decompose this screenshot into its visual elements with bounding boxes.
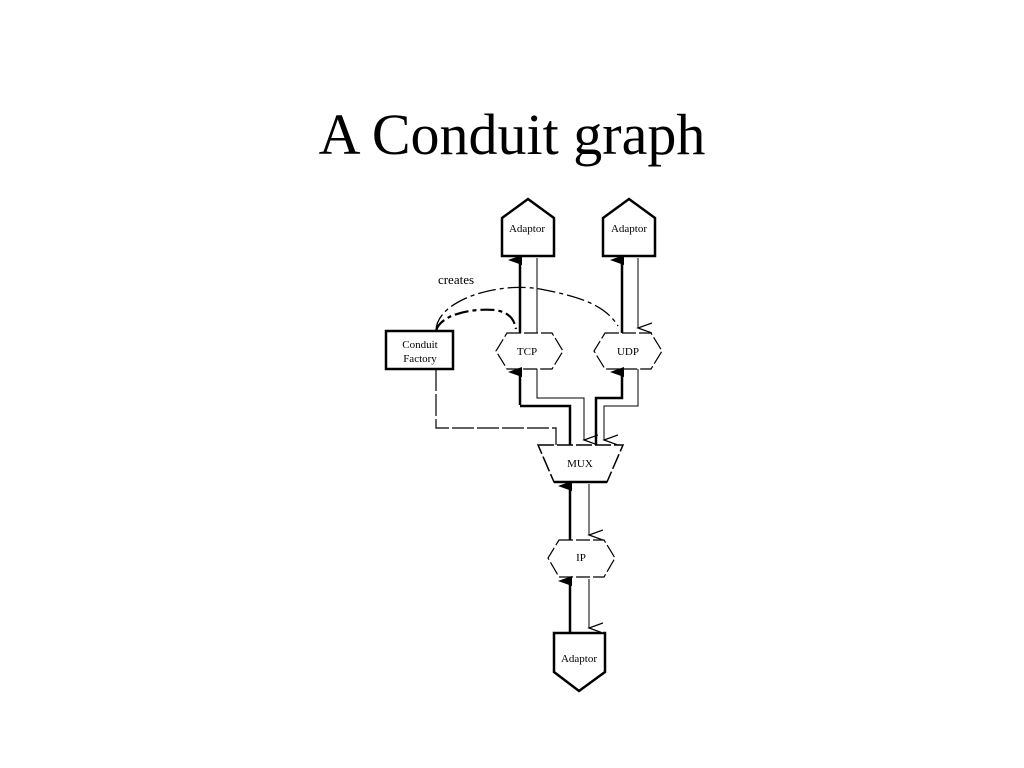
tcp-label: TCP (517, 346, 537, 358)
udp-label: UDP (617, 346, 639, 358)
conduit-factory-label-line2: Factory (403, 353, 437, 365)
edge-ip-adaptor (558, 576, 589, 633)
ip-node: IP (547, 539, 616, 578)
adaptor-tcp-label: Adaptor (509, 223, 545, 235)
mux-label: MUX (567, 458, 593, 470)
edge-tcp-adaptor (508, 255, 538, 333)
conduit-factory-node: Conduit Factory (384, 329, 455, 371)
adaptor-tcp-node: Adaptor (500, 197, 556, 258)
adaptor-udp-node: Adaptor (601, 197, 657, 258)
mux-node: MUX (536, 444, 625, 484)
adaptor-bottom-label: Adaptor (561, 653, 597, 665)
page-title: A Conduit graph (318, 102, 706, 167)
edge-factory-mux (435, 369, 557, 445)
edge-mux-ip (558, 481, 589, 540)
adaptor-bottom-node: Adaptor (552, 631, 607, 693)
ip-label: IP (576, 552, 586, 564)
edge-udp-adaptor (610, 255, 638, 333)
adaptor-udp-label: Adaptor (611, 223, 647, 235)
edge-udp-mux (594, 367, 639, 445)
creates-label: creates (438, 272, 474, 287)
tcp-node: TCP (495, 332, 564, 370)
edge-tcp-mux (508, 367, 584, 445)
udp-node: UDP (593, 332, 663, 370)
creates-relation: creates (434, 272, 619, 332)
conduit-factory-label-line1: Conduit (402, 339, 437, 351)
